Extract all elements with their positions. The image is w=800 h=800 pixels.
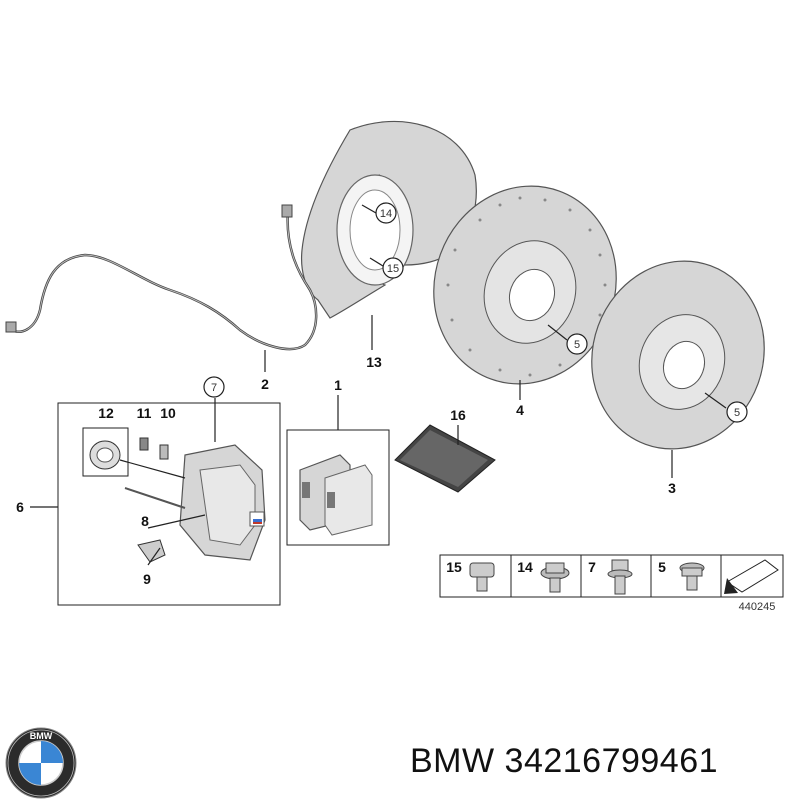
label-6: 6 — [16, 499, 24, 515]
svg-text:BMW: BMW — [30, 731, 53, 741]
brake-pad-set — [286, 395, 390, 546]
bolt-5-icon — [679, 562, 705, 591]
legend-label-5: 5 — [658, 559, 666, 575]
label-3: 3 — [668, 480, 676, 496]
label-2: 2 — [261, 376, 269, 392]
svg-text:5: 5 — [574, 339, 580, 351]
callout-7: 7 — [203, 376, 225, 398]
callout-15: 15 — [369, 257, 404, 279]
label-4: 4 — [516, 402, 524, 418]
label-8: 8 — [141, 513, 149, 529]
label-1: 1 — [334, 377, 342, 393]
bolt-14-icon — [540, 562, 570, 593]
callout-5-disc3: 5 — [726, 401, 748, 423]
diagram-code: 440245 — [739, 601, 776, 613]
svg-text:14: 14 — [380, 208, 392, 220]
wear-sensor-wire — [5, 204, 318, 372]
legend-label-7: 7 — [588, 559, 596, 575]
label-9: 9 — [143, 571, 151, 587]
legend-strip — [439, 554, 784, 598]
label-16: 16 — [450, 407, 466, 423]
label-12: 12 — [98, 405, 114, 421]
legend-label-15: 15 — [446, 559, 462, 575]
callout-14: 14 — [361, 202, 397, 224]
bolt-15-icon — [469, 562, 495, 592]
brake-disc — [591, 260, 765, 478]
callout-5-disc4: 5 — [566, 333, 588, 355]
caliper-assembly — [30, 398, 281, 606]
svg-text:7: 7 — [211, 382, 217, 394]
direction-arrow-icon — [724, 559, 779, 594]
paste-sachet — [394, 424, 496, 493]
svg-text:15: 15 — [387, 263, 399, 275]
legend-label-14: 14 — [517, 559, 533, 575]
bolt-7-icon — [607, 559, 633, 595]
label-11: 11 — [137, 405, 152, 421]
bmw-logo: BMW — [5, 727, 77, 799]
label-13: 13 — [366, 354, 382, 370]
svg-text:5: 5 — [734, 407, 740, 419]
part-number-caption: BMW 34216799461 — [410, 742, 719, 780]
label-10: 10 — [160, 405, 176, 421]
